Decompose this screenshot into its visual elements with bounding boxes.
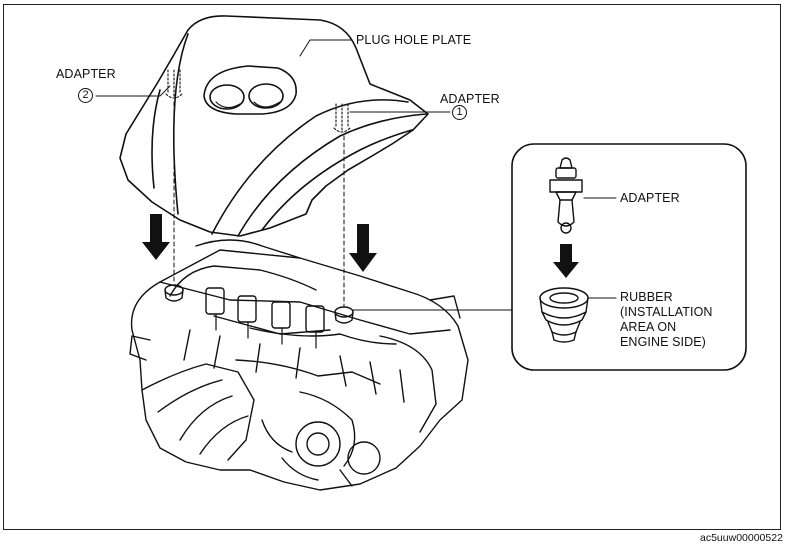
adapter-location-2 [165,69,183,99]
adapter-detail-drawing [549,157,583,234]
engine-assembly [129,239,469,491]
adapter-label-1: ADAPTER [440,92,500,106]
detail-arrow [553,244,579,278]
install-arrow-left [142,214,170,260]
rubber-label: RUBBER (INSTALLATION AREA ON ENGINE SIDE… [620,290,713,349]
callout-number-2: 2 [78,88,93,103]
detail-inset [511,143,747,371]
figure-code: ac5uuw00000522 [700,532,783,544]
plug-hole-openings [203,65,297,115]
engine-adapter-mount-2 [164,284,184,302]
adapter-label-2: ADAPTER [56,67,116,81]
install-arrow-right [349,224,377,272]
adapter-location-1 [333,103,351,133]
ignition-coils [205,287,325,333]
alignment-lines [173,101,345,307]
plug-hole-plate-label: PLUG HOLE PLATE [356,33,472,47]
engine-adapter-mount-1 [334,306,354,324]
plug-hole-plate [119,15,429,237]
adapter-detail-label: ADAPTER [620,191,680,205]
callout-number-1: 1 [452,105,467,120]
figure-frame [3,4,781,530]
rubber-detail-drawing [539,287,589,343]
leader-lines [95,39,617,311]
